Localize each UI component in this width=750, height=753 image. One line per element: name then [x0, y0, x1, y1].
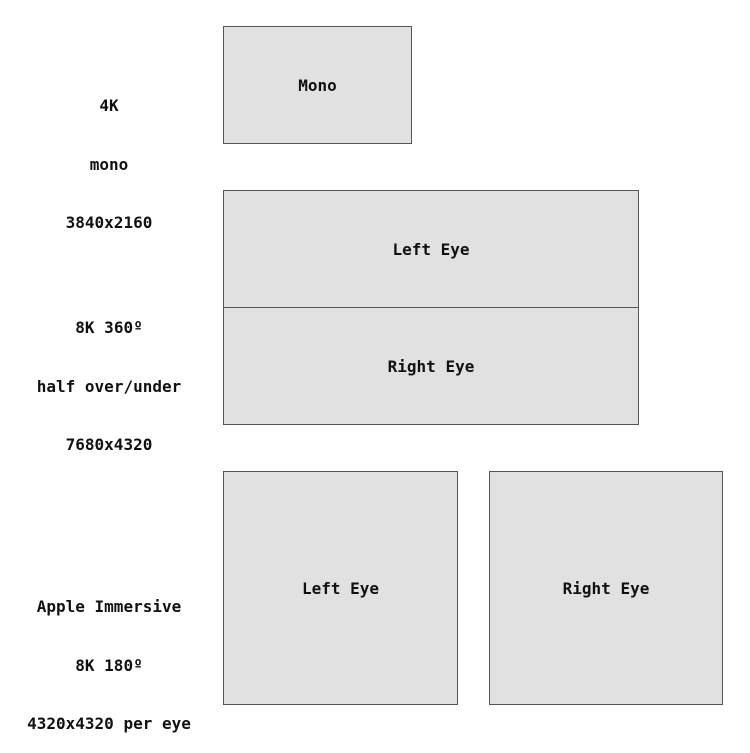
label-line: 4320x4320 per eye: [27, 714, 191, 733]
mono-frame-box: Mono: [223, 26, 412, 144]
left-eye-label: Left Eye: [301, 578, 380, 598]
right-eye-bottom-half: Right Eye: [224, 308, 638, 424]
label-line: 8K 360º: [75, 318, 143, 337]
label-line: 8K 180º: [75, 655, 143, 675]
over-under-frame: Left Eye Right Eye: [223, 190, 639, 425]
immersive-left-eye-box: Left Eye: [223, 471, 458, 705]
row-label-4k-mono: 4K mono 3840x2160: [66, 57, 153, 252]
mono-frame-label: Mono: [298, 75, 337, 95]
right-eye-label: Right Eye: [562, 578, 650, 598]
row-label-8k-360-over-under: 8K 360º half over/under 7680x4320: [37, 279, 182, 474]
label-line: 7680x4320: [65, 435, 153, 454]
immersive-right-eye-box: Right Eye: [489, 471, 723, 705]
row-label-apple-immersive: Apple Immersive 8K 180º 4320x4320 per ey…: [27, 558, 191, 753]
right-eye-label: Right Eye: [387, 356, 475, 376]
left-eye-top-half: Left Eye: [224, 191, 638, 308]
label-line: mono: [89, 154, 129, 174]
label-line: 3840x2160: [65, 213, 153, 232]
label-line: half over/under: [36, 376, 182, 396]
label-line: 4K: [99, 96, 119, 115]
left-eye-label: Left Eye: [392, 239, 470, 259]
label-line: Apple Immersive: [36, 597, 182, 616]
